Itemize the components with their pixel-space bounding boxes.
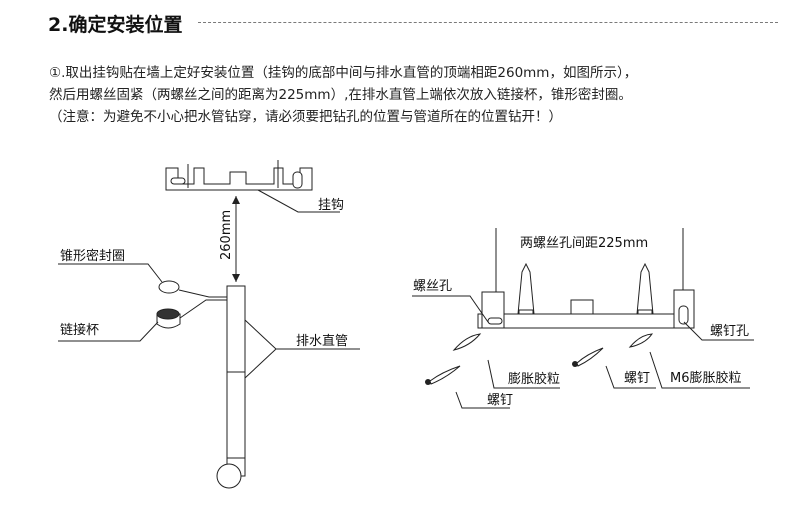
connect-cup-pointer <box>179 299 227 319</box>
instruction-line-2: 然后用螺丝固紧（两螺丝之间的距离为225mm）,在排水直管上端依次放入链接杯，锥… <box>49 87 632 103</box>
cone-seal-part <box>158 280 180 294</box>
section-title: 2.确定安装位置 <box>48 14 183 36</box>
hook-bracket <box>165 160 313 191</box>
hook-label: 挂钩 <box>318 198 344 213</box>
screw-hole-label: 螺丝孔 <box>413 279 452 294</box>
anchor-label: 膨胀胶粒 <box>508 371 560 387</box>
screw-label-1: 螺钉 <box>487 393 513 408</box>
instruction-line-3: （注意：为避免不小心把水管钻穿，请必须要把钻孔的位置与管道所在的位置钻开！） <box>49 109 562 125</box>
spacing-label: 两螺丝孔间距225mm <box>520 236 648 251</box>
cone-seal-label: 锥形密封圈 <box>60 248 125 264</box>
section-heading: 2.确定安装位置 <box>48 10 778 36</box>
drain-pipe-bracket-lines <box>244 319 277 379</box>
drain-pipe-label: 排水直管 <box>296 334 348 349</box>
anchor-leader-line <box>487 359 560 389</box>
instructions-paragraph: ①.取出挂钩贴在墙上定好安装位置（挂钩的底部中间与排水直管的顶端相距260mm，… <box>49 62 779 128</box>
instruction-line-1: ①.取出挂钩贴在墙上定好安装位置（挂钩的底部中间与排水直管的顶端相距260mm，… <box>49 65 638 81</box>
screw-part-right <box>572 347 604 367</box>
m6-anchor-leader-line <box>649 351 750 389</box>
m6-anchor-label: M6膨胀胶粒 <box>670 370 742 386</box>
connect-cup-label: 链接杯 <box>60 322 99 338</box>
screw-leader-line-1 <box>455 391 510 409</box>
drain-pipe <box>216 285 246 489</box>
screw-hole-leader-line <box>412 295 489 323</box>
screw-label-2: 螺钉 <box>624 371 650 386</box>
distance-dimension: 260mm <box>219 196 240 282</box>
nail-hole-label: 螺钉孔 <box>710 324 749 339</box>
cone-seal-leader-line <box>58 263 163 283</box>
nail-hole-leader-line <box>683 321 754 341</box>
connect-cup-part <box>156 308 181 329</box>
hook-leader-line <box>257 189 340 213</box>
heading-dashed-rule <box>198 22 778 23</box>
bracket-front-view <box>477 262 695 329</box>
screw-part-left <box>425 365 461 385</box>
screw-leader-line-2 <box>605 365 656 389</box>
m6-anchor-part <box>628 333 654 348</box>
anchor-part-left <box>452 333 482 351</box>
cone-seal-pointer <box>178 289 227 298</box>
connect-cup-leader-line <box>58 321 159 342</box>
distance-label: 260mm <box>219 210 234 260</box>
